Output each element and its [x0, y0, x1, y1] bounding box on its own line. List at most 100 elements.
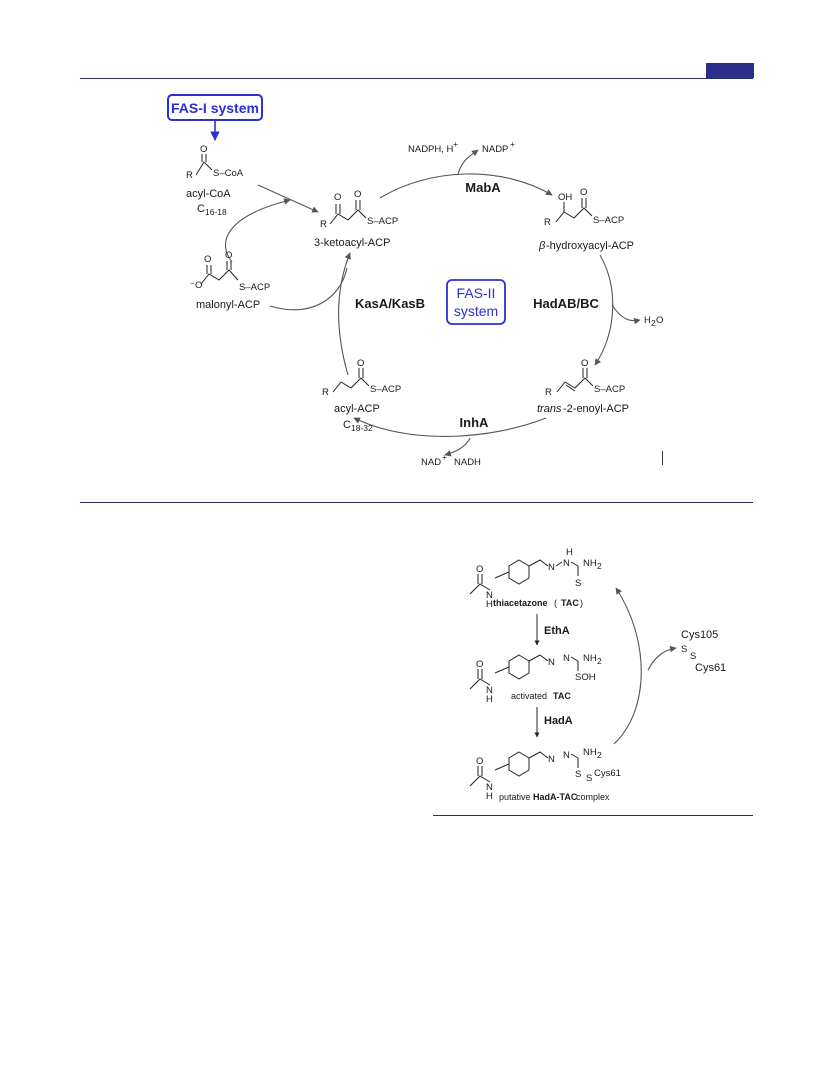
enoyl-acp-label: -2-enoyl-ACP: [563, 403, 629, 415]
nad-arrow: [444, 437, 471, 457]
h2o-arrow: [611, 304, 641, 325]
svg-text:2: 2: [597, 750, 602, 760]
activated-tac-structure: O N H N N SOH NH 2 activated TAC: [469, 653, 602, 705]
svg-text:O: O: [581, 358, 588, 369]
svg-text:S: S: [575, 769, 581, 780]
fas1-label: FAS-I system: [171, 100, 259, 116]
svg-text:S–CoA: S–CoA: [213, 168, 244, 179]
nad-label: NAD: [421, 457, 441, 468]
svg-text:R: R: [545, 387, 552, 398]
hydroxyacyl-acp-structure: OH O R S–ACP β -hydroxyacyl-ACP: [538, 187, 634, 252]
enzyme-hadab-bc: HadAB/BC: [533, 296, 599, 311]
svg-text:complex: complex: [576, 792, 610, 802]
svg-text:S: S: [690, 651, 696, 662]
svg-text:O: O: [204, 254, 211, 265]
svg-text:O: O: [354, 189, 361, 200]
svg-text:S: S: [681, 644, 687, 655]
svg-text:OH: OH: [558, 192, 572, 203]
svg-text:O: O: [476, 756, 483, 767]
svg-text:N: N: [563, 750, 570, 761]
svg-text:putative: putative: [499, 792, 531, 802]
svg-text:+: +: [453, 139, 458, 149]
svg-text:O: O: [476, 564, 483, 575]
svg-text:activated: activated: [511, 691, 547, 701]
acyl-acp-structure: O R S–ACP acyl-ACP C 18-32: [322, 358, 401, 433]
svg-text:NH: NH: [583, 653, 597, 664]
svg-text:N: N: [548, 657, 555, 668]
svg-text:O: O: [200, 144, 207, 155]
svg-text:S–ACP: S–ACP: [367, 216, 398, 227]
svg-text:Cys61: Cys61: [594, 768, 621, 779]
nadph-label: NADPH, H: [408, 144, 454, 155]
svg-text:R: R: [322, 387, 329, 398]
svg-text:Cys105: Cys105: [681, 629, 718, 641]
svg-text:S–ACP: S–ACP: [370, 384, 401, 395]
malonyl-acp-label: malonyl-ACP: [196, 299, 260, 311]
tac-return-arc: [613, 587, 642, 745]
svg-text:C: C: [197, 203, 205, 215]
svg-text:H: H: [566, 547, 573, 558]
ketoacyl-acp-label: 3-ketoacyl-ACP: [314, 237, 390, 249]
hydroxyacyl-acp-label: -hydroxyacyl-ACP: [546, 240, 634, 252]
disulfide-arrow: [647, 645, 677, 671]
h2o-label: H: [644, 315, 651, 326]
svg-text:S–ACP: S–ACP: [239, 282, 270, 293]
svg-text:16-18: 16-18: [205, 207, 227, 217]
svg-text:TAC: TAC: [561, 598, 579, 608]
nadph-arrow: [457, 149, 479, 175]
svg-text:system: system: [454, 303, 498, 319]
svg-text:SOH: SOH: [575, 672, 596, 683]
svg-text:H: H: [486, 599, 493, 610]
svg-text:(: (: [554, 598, 557, 608]
svg-text:β: β: [538, 240, 546, 252]
malonyl-acp-structure: O O ⁻O S–ACP malonyl-ACP: [190, 250, 270, 311]
svg-text:R: R: [186, 170, 193, 181]
hadab-arc: [594, 254, 614, 366]
svg-text:N: N: [548, 754, 555, 765]
inha-arc: [353, 417, 547, 437]
activated-tac-label: TAC: [553, 691, 571, 701]
svg-text:O: O: [476, 659, 483, 670]
enzyme-etha: EthA: [544, 625, 570, 637]
cys-disulfide: Cys105 S S Cys61: [681, 629, 726, 674]
enzyme-kasa-kasb: KasA/KasB: [355, 296, 425, 311]
enzyme-maba: MabA: [465, 180, 501, 195]
svg-text:S–ACP: S–ACP: [594, 384, 625, 395]
malonyl-join-arc: [269, 267, 348, 311]
fas1-system-box: FAS-I system: [167, 94, 263, 121]
page-tab-marker: [706, 63, 754, 78]
svg-text:O: O: [580, 187, 587, 198]
svg-text:O: O: [656, 315, 663, 326]
acyl-coa-structure: O R S–CoA acyl-CoA C 16-18: [186, 144, 244, 217]
hada-tac-complex-label: HadA-TAC: [533, 792, 578, 802]
svg-text:O: O: [357, 358, 364, 369]
ketoacyl-acp-structure: O O R S–ACP 3-ketoacyl-ACP: [314, 189, 398, 249]
text-cursor-mark: [662, 451, 663, 465]
thiacetazone-label: thiacetazone: [493, 598, 548, 608]
fas2-system-box: FAS-II system: [446, 279, 506, 325]
svg-text:R: R: [544, 217, 551, 228]
top-rule: [80, 78, 753, 79]
nadp-label: NADP: [482, 144, 508, 155]
enoyl-acp-structure: O R S–ACP trans -2-enoyl-ACP: [537, 358, 629, 415]
hada-tac-complex-structure: O N H N N S S Cys61 NH 2 putative HadA-T…: [469, 747, 621, 802]
svg-text:N: N: [548, 562, 555, 573]
svg-text:NH: NH: [583, 747, 597, 758]
svg-text:Cys61: Cys61: [695, 662, 726, 674]
svg-text:⁻O: ⁻O: [190, 280, 202, 291]
svg-text:S–ACP: S–ACP: [593, 215, 624, 226]
svg-text:FAS-II: FAS-II: [457, 285, 496, 301]
svg-text:2: 2: [651, 318, 656, 328]
enzyme-hada: HadA: [544, 715, 573, 727]
svg-text:): ): [580, 598, 583, 608]
svg-text:R: R: [320, 219, 327, 230]
svg-text:18-32: 18-32: [351, 423, 373, 433]
malonyl-return-arc: [224, 198, 291, 263]
svg-text:+: +: [442, 452, 447, 462]
middle-rule: [80, 502, 753, 503]
svg-text:2: 2: [597, 656, 602, 666]
svg-text:N: N: [486, 685, 493, 696]
svg-text:O: O: [225, 250, 232, 261]
svg-text:N: N: [486, 782, 493, 793]
